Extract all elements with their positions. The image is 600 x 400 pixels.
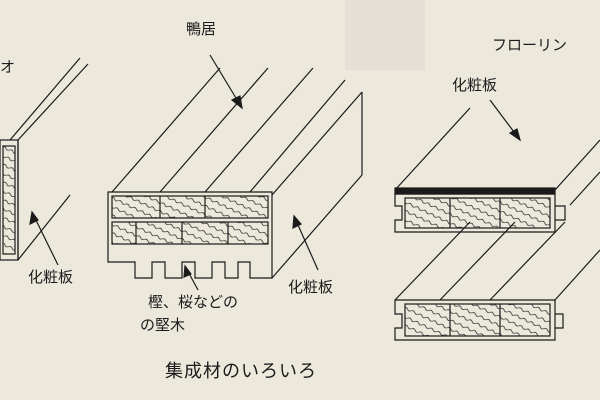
kamoi-arrow	[209, 54, 243, 110]
middle-cosmetic-arrow	[292, 214, 319, 271]
label-hardwood-line1: 樫、桜などの	[148, 293, 239, 311]
label-kamoi: 鴨居	[186, 20, 217, 38]
hardwood-arrow	[183, 264, 199, 291]
flooring-arrow	[489, 99, 522, 142]
label-left-cosmetic: 化粧板	[28, 268, 74, 286]
label-top-left-partial: オ	[0, 58, 16, 76]
flooring-board-top	[394, 107, 600, 233]
figure-caption: 集成材のいろいろ	[165, 361, 317, 382]
left-partial-board	[0, 57, 89, 261]
kamoi-board	[107, 67, 363, 279]
flooring-board-bottom	[394, 221, 600, 341]
label-middle-cosmetic: 化粧板	[288, 278, 334, 296]
label-flooring: フローリン	[492, 36, 568, 54]
background-patch	[345, 0, 425, 70]
label-right-cosmetic: 化粧板	[452, 76, 498, 94]
label-hardwood-line2: の堅木	[140, 316, 186, 334]
left-label-arrow	[29, 210, 59, 266]
